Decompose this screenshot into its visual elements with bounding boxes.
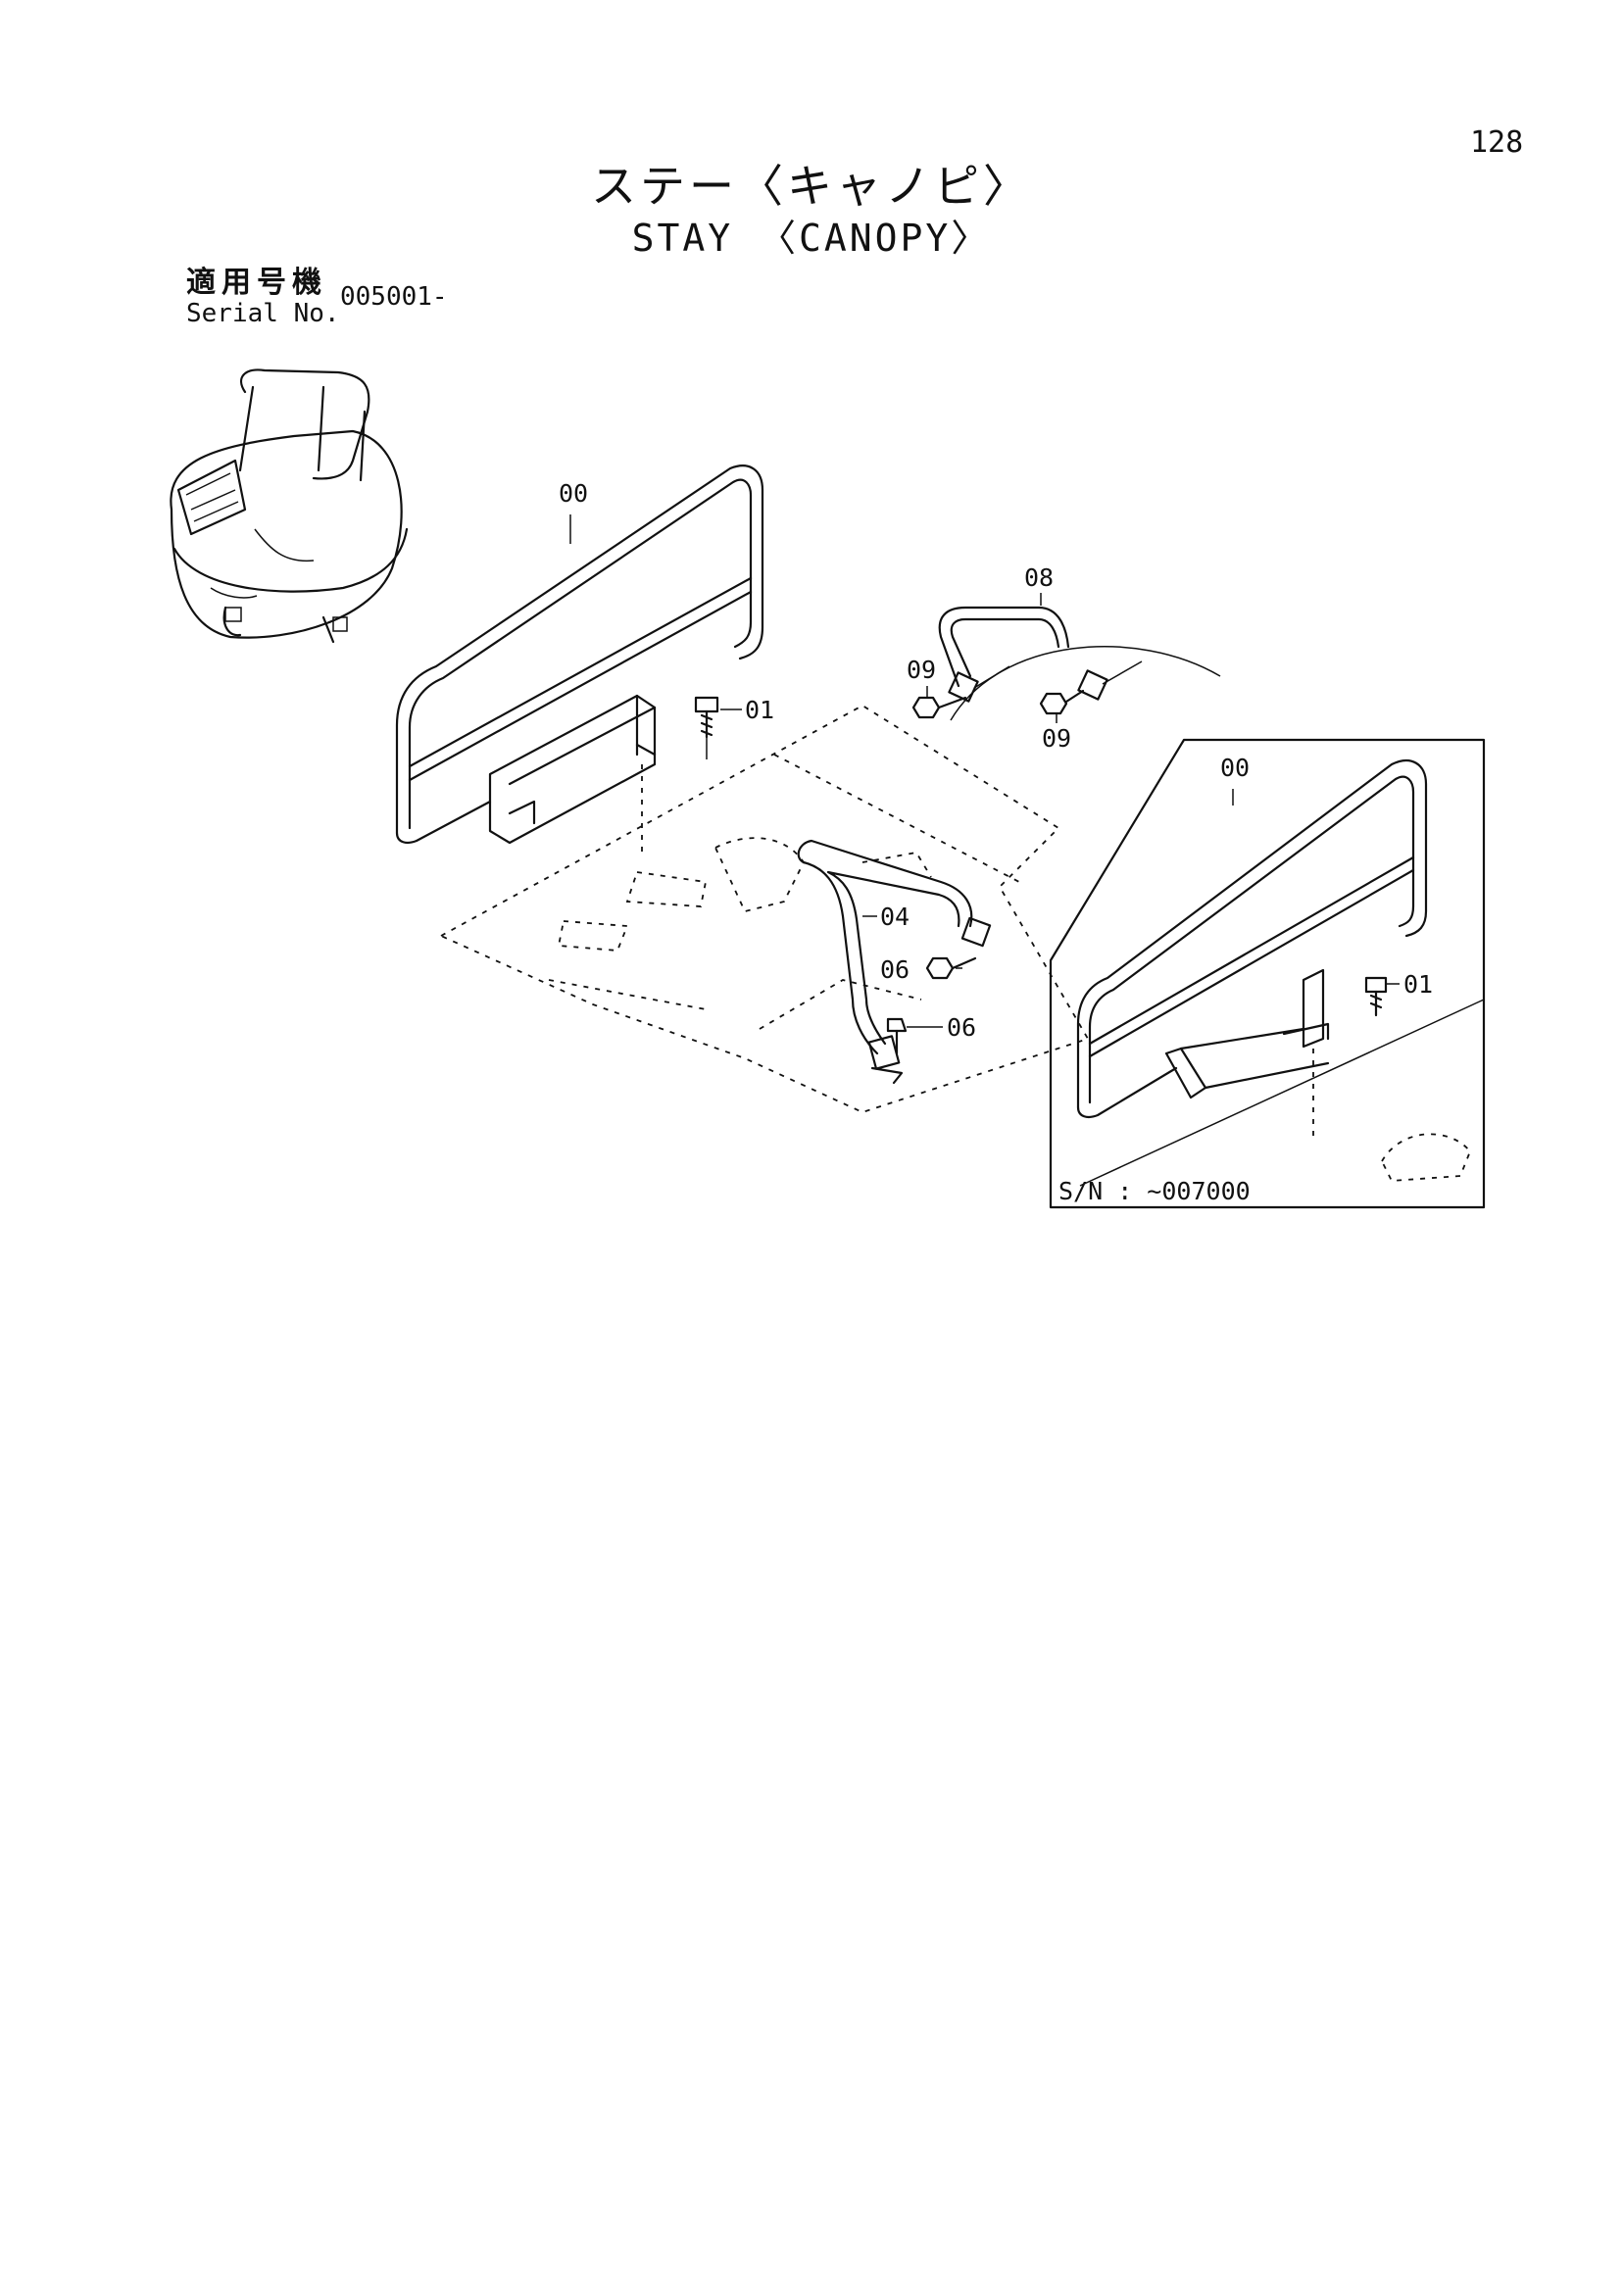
callout-stay-rod: 08: [1024, 563, 1054, 592]
serial-number-value: 005001-: [340, 282, 448, 312]
leader-lines: [569, 514, 1400, 1028]
serial-label-japanese: 適用号機: [186, 266, 327, 300]
bolt-main: [694, 696, 719, 759]
stay-rod: [938, 606, 1221, 721]
serial-label-english: Serial No.: [186, 299, 340, 328]
callout-bolt-inset: 01: [1403, 970, 1433, 999]
bolt-stay-left: [911, 696, 967, 719]
page-number: 128: [1470, 125, 1524, 160]
bolt-stay-right: [1039, 689, 1085, 715]
callout-bolt-pipe-lower: 06: [947, 1013, 976, 1042]
page-title-japanese: ステー〈キャノピ〉: [591, 160, 1032, 213]
callout-frame-inset: 00: [1220, 754, 1250, 782]
inset-box: [1049, 738, 1486, 1209]
excavator-overview-illustration: [170, 368, 409, 644]
bolt-pipe-upper: [925, 956, 977, 980]
floor-plate-outline: [438, 704, 1090, 1113]
inset-serial-range: S/N : ~007000: [1058, 1177, 1251, 1205]
callout-bolt-main: 01: [745, 696, 774, 724]
callout-bolt-stay-left: 09: [907, 656, 936, 684]
callout-frame-main: 00: [559, 479, 588, 508]
page-title-english: STAY 〈CANOPY〉: [631, 217, 992, 260]
callout-pipe: 04: [880, 903, 910, 931]
callout-bolt-pipe-upper: 06: [880, 955, 910, 984]
callout-bolt-stay-right: 09: [1042, 724, 1071, 753]
pipe-assembly: [797, 839, 992, 1085]
bolt-inset: [1364, 976, 1388, 1017]
bolt-pipe-lower: [886, 1017, 908, 1055]
canopy-stay-frame: [395, 464, 764, 853]
